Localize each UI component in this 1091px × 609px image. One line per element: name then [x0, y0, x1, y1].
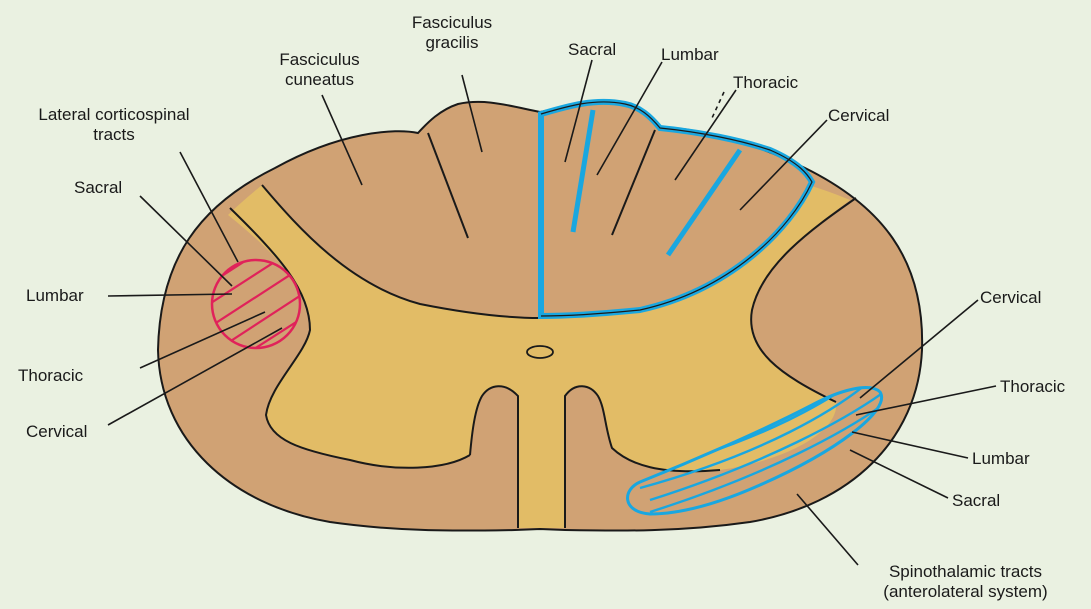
label-left-sacral: Sacral — [74, 178, 122, 198]
label-gracilis-line1: Fasciculus — [392, 13, 512, 33]
label-fasciculus-cuneatus: Fasciculus cuneatus — [257, 50, 382, 90]
label-cuneatus-line1: Fasciculus — [257, 50, 382, 70]
label-dorsal-cervical: Cervical — [828, 106, 889, 126]
label-cuneatus-line2: cuneatus — [257, 70, 382, 90]
label-spinothalamic-thoracic: Thoracic — [1000, 377, 1065, 397]
label-spinothalamic-tracts: Spinothalamic tracts (anterolateral syst… — [848, 562, 1083, 602]
label-left-cervical: Cervical — [26, 422, 87, 442]
label-spinothalamic-sacral: Sacral — [952, 491, 1000, 511]
label-left-thoracic: Thoracic — [18, 366, 83, 386]
label-dorsal-sacral: Sacral — [568, 40, 616, 60]
label-spinothalamic-line2: (anterolateral system) — [848, 582, 1083, 602]
label-dorsal-thoracic: Thoracic — [733, 73, 798, 93]
label-lct-line1: Lateral corticospinal — [7, 105, 221, 125]
leader-spinothalamic — [797, 494, 858, 565]
label-lct-line2: tracts — [7, 125, 221, 145]
label-left-lumbar: Lumbar — [26, 286, 84, 306]
label-fasciculus-gracilis: Fasciculus gracilis — [392, 13, 512, 53]
label-lateral-corticospinal-tracts: Lateral corticospinal tracts — [7, 105, 221, 145]
label-spinothalamic-line1: Spinothalamic tracts — [848, 562, 1083, 582]
label-gracilis-line2: gracilis — [392, 33, 512, 53]
label-dorsal-lumbar: Lumbar — [661, 45, 719, 65]
leader-st-sacral — [850, 450, 948, 498]
label-spinothalamic-lumbar: Lumbar — [972, 449, 1030, 469]
leader-dc-thoracic-dash — [712, 92, 724, 118]
label-spinothalamic-cervical: Cervical — [980, 288, 1041, 308]
